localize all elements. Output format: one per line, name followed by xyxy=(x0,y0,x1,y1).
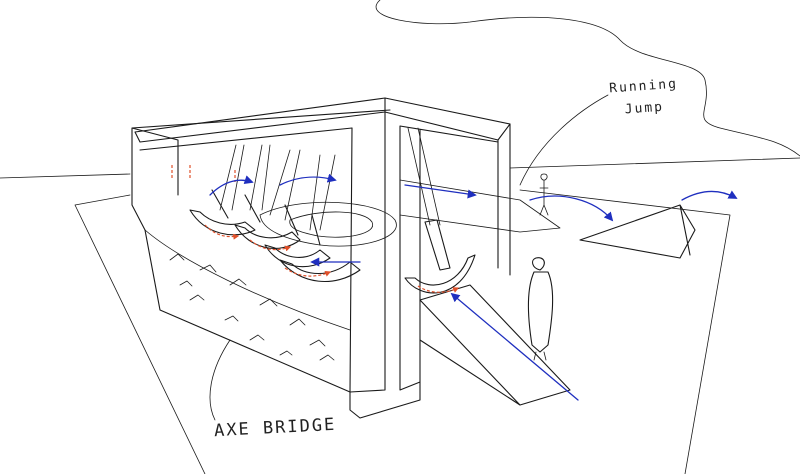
blue-arrow-icon xyxy=(209,173,738,401)
jump-block xyxy=(579,204,696,259)
running-jump-label: Running Jump xyxy=(609,74,681,123)
person-figure-icon xyxy=(528,257,554,361)
back-wall xyxy=(131,109,391,231)
swinging-axes xyxy=(189,127,476,294)
ground-plane xyxy=(74,189,731,474)
horizon-line xyxy=(0,157,800,179)
sky-scribble xyxy=(375,0,800,157)
axe-frame xyxy=(134,97,511,419)
small-person-figure-icon xyxy=(539,173,549,216)
axe-bridge-leader-line xyxy=(209,339,231,421)
label-leader-line xyxy=(519,94,609,186)
debris-pit xyxy=(144,229,351,361)
bridge-track xyxy=(259,179,561,247)
